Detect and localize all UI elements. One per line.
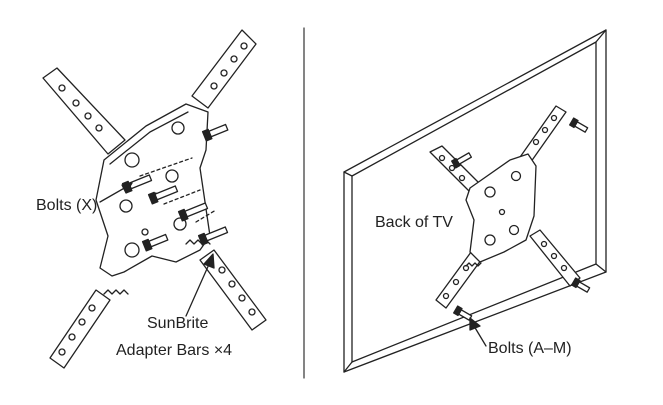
tv-spring [465,262,482,267]
spring-left [103,289,129,295]
spring-right [185,239,211,245]
mounting-plate [95,103,211,277]
bolts-am-group [451,117,591,321]
adapter-bar-top-left [42,67,126,155]
tv-adapter-bar-bottom-right [529,229,581,287]
adapter-bar-bottom-left [49,289,111,369]
leader-arrow-bolts-am [469,317,487,347]
adapter-bar-bottom-right [199,249,267,331]
tv-mounting-plate [465,153,537,263]
bolts-am-label: Bolts (A–M) [488,340,572,357]
adapter-bars-label-line1: SunBrite [147,315,209,332]
right-tv-assembly [343,29,607,373]
adapter-bar-top-right [191,29,257,109]
adapter-bars-label-line2: Adapter Bars ×4 [116,342,233,359]
bolts-x-label: Bolts (X) [36,197,98,214]
back-of-tv-label: Back of TV [375,214,453,231]
bolts-x-group [121,123,229,252]
leader-arrow-bolts-x [99,182,133,203]
left-mount-assembly [42,29,267,369]
alignment-lines [139,157,217,223]
leader-arrow-adapter-bars [185,253,215,317]
